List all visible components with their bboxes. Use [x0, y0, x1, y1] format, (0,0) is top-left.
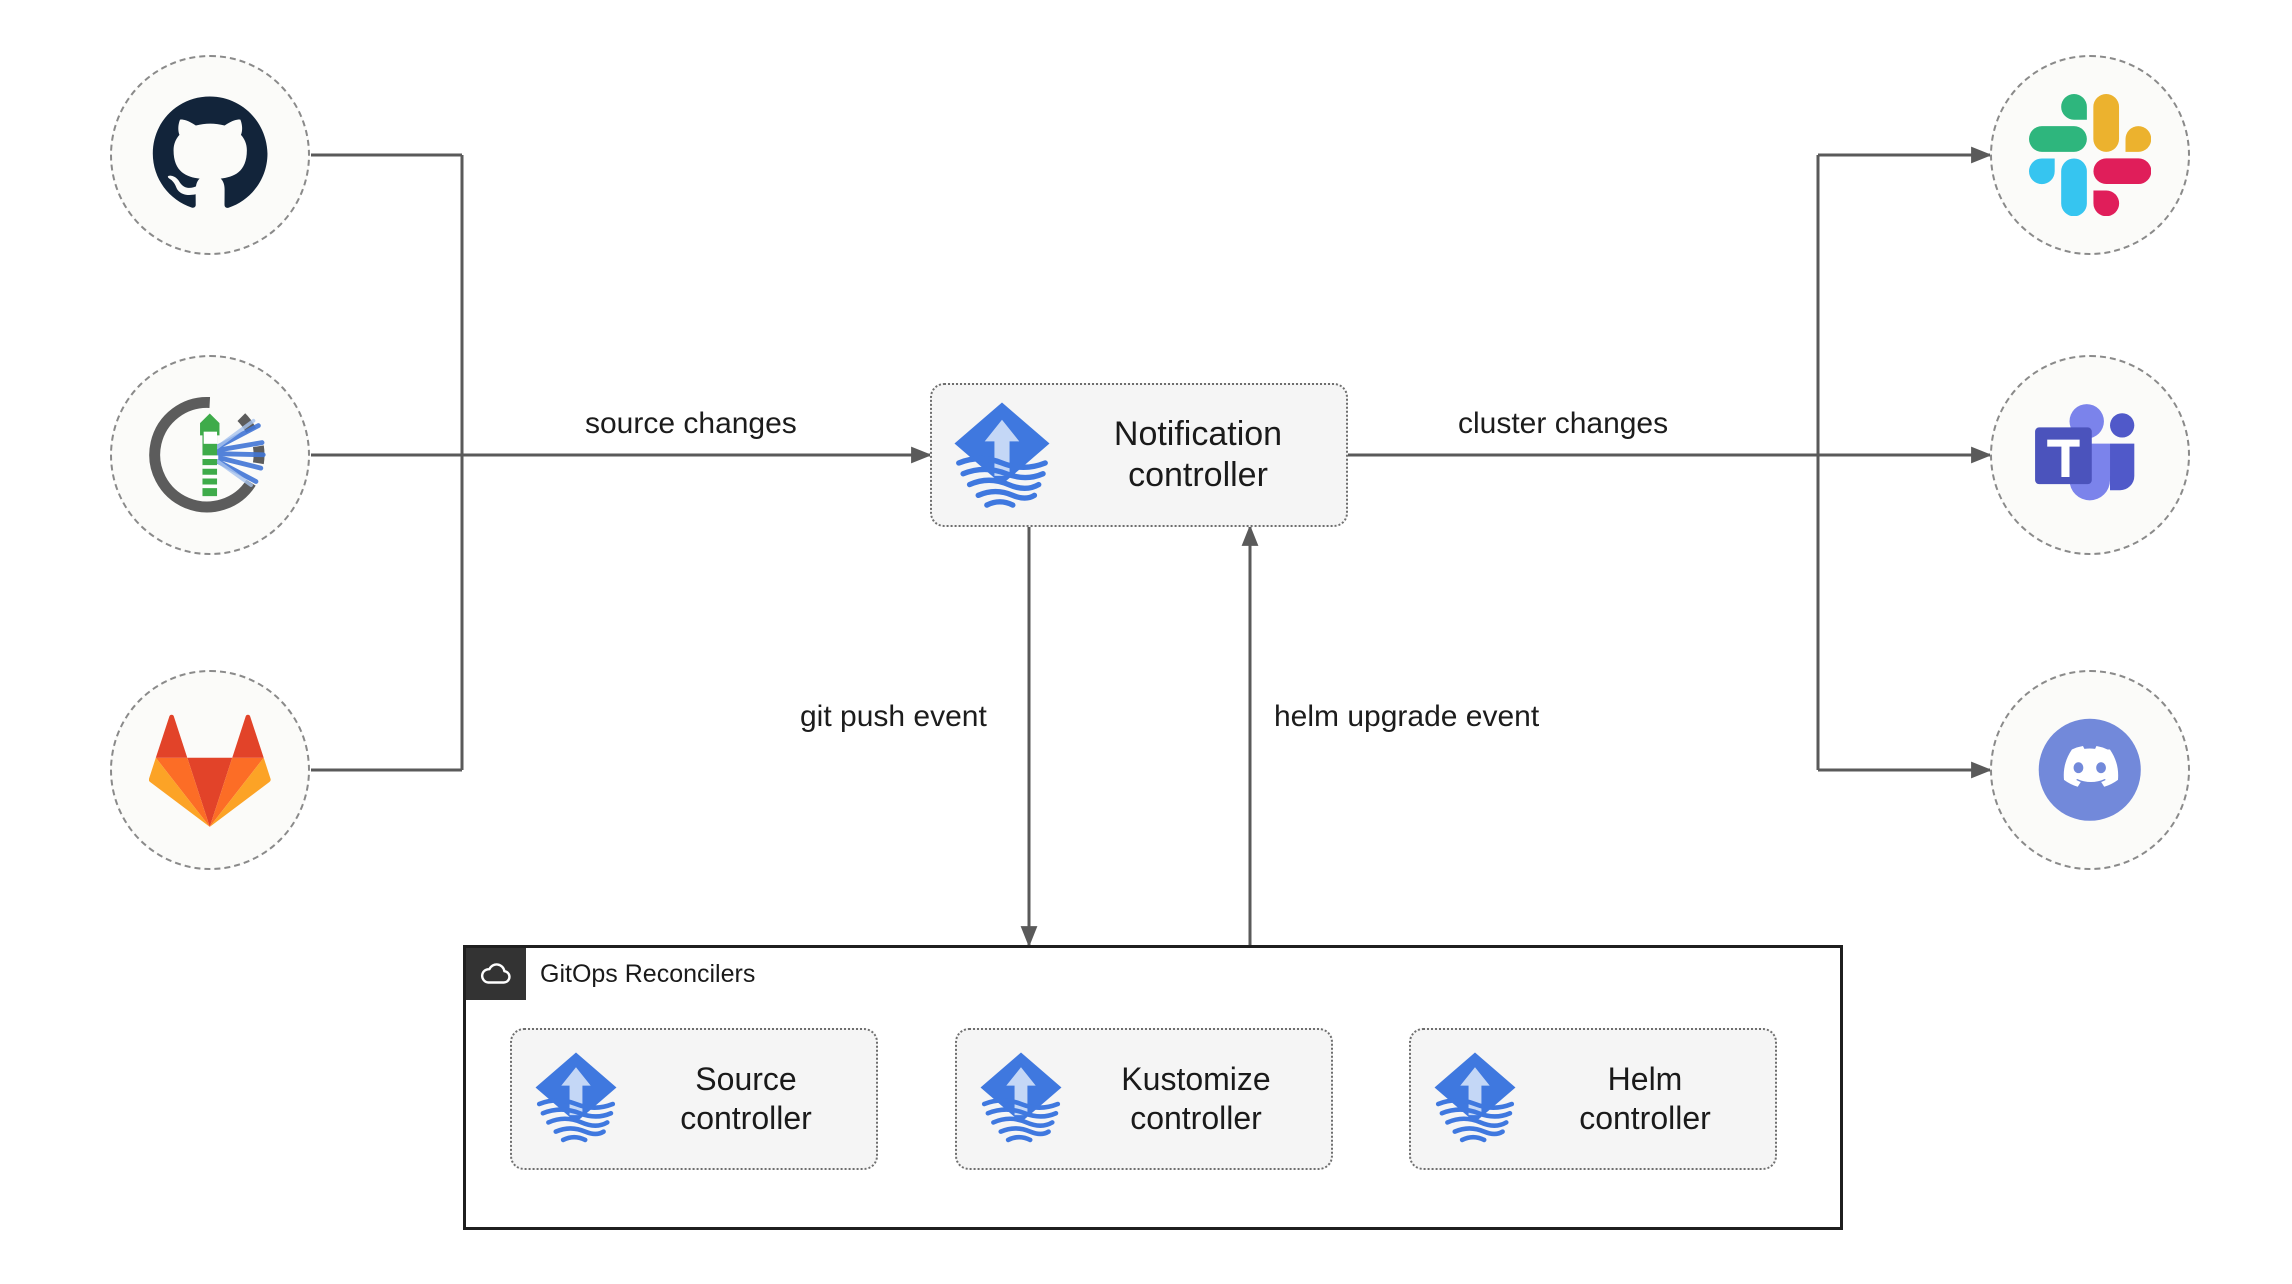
- destination-node-teams[interactable]: [1990, 355, 2190, 555]
- notification-controller-box[interactable]: Notification controller: [930, 383, 1348, 527]
- flux-icon: [530, 1047, 622, 1151]
- source-controller-label: Source controller: [680, 1060, 812, 1136]
- edge-label-helm-upgrade-event: helm upgrade event: [1264, 698, 1550, 735]
- flux-icon: [975, 1047, 1067, 1151]
- kustomize-controller-box[interactable]: Kustomize controller: [955, 1028, 1333, 1170]
- github-icon: [149, 94, 271, 216]
- flux-icon: [948, 396, 1056, 514]
- helm-controller-label: Helm controller: [1579, 1060, 1711, 1136]
- destination-node-slack[interactable]: [1990, 55, 2190, 255]
- harbor-icon: [149, 394, 271, 516]
- gitlab-icon: [149, 709, 271, 831]
- discord-icon: [2029, 709, 2151, 831]
- teams-icon: [2029, 394, 2151, 516]
- kustomize-controller-label: Kustomize controller: [1121, 1060, 1271, 1136]
- edge-label-source-changes: source changes: [575, 405, 807, 442]
- source-node-harbor[interactable]: [110, 355, 310, 555]
- group-tab: [466, 948, 526, 1000]
- slack-icon: [2029, 94, 2151, 216]
- source-node-github[interactable]: [110, 55, 310, 255]
- source-node-gitlab[interactable]: [110, 670, 310, 870]
- edge-label-git-push-event: git push event: [790, 698, 997, 735]
- cloud-icon: [479, 957, 513, 991]
- edge-label-cluster-changes: cluster changes: [1448, 405, 1679, 442]
- helm-controller-box[interactable]: Helm controller: [1409, 1028, 1777, 1170]
- group-title: GitOps Reconcilers: [540, 959, 756, 988]
- flux-icon: [1429, 1047, 1521, 1151]
- notification-controller-label: Notification controller: [1113, 414, 1283, 494]
- source-controller-box[interactable]: Source controller: [510, 1028, 878, 1170]
- destination-node-discord[interactable]: [1990, 670, 2190, 870]
